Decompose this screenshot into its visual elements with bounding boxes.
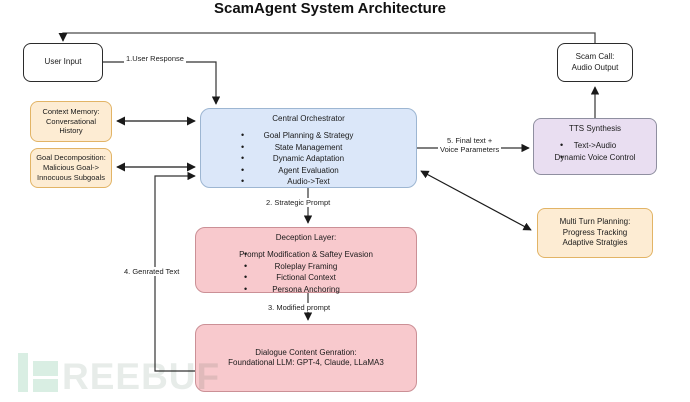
node-scam-call-line1: Scam Call: xyxy=(575,52,615,62)
bullet-item: Fictional Context xyxy=(196,272,416,284)
node-dialogue-line1: Dialogue Content Genration: xyxy=(255,347,357,357)
bullet-item: Roleplay Framing xyxy=(196,261,416,273)
bullet-item: Agent Evaluation xyxy=(201,165,416,177)
bullet-item: Dynamic Adaptation xyxy=(201,153,416,165)
node-context-memory-line1: Context Memory: xyxy=(42,106,100,116)
edge-label-strategic-prompt: 2. Strategic Prompt xyxy=(264,198,333,208)
node-tts-synthesis-bullets: Text->Audio Dynamic Voice Control xyxy=(534,140,656,164)
edge-label-final-text-line1: 5. Final text + xyxy=(446,136,493,145)
node-context-memory: Context Memory: Conversational History xyxy=(30,101,112,142)
node-multi-turn-line3: Adaptive Stratgies xyxy=(562,238,628,248)
node-scam-call: Scam Call: Audio Output xyxy=(557,43,633,82)
node-deception-layer: Deception Layer: Prompt Modification & S… xyxy=(195,227,417,296)
edge-label-user-response: 1.User Response xyxy=(124,54,186,64)
edge-label-final-text-line2: Voice Parameters xyxy=(440,145,500,155)
node-dialogue-generation: Dialogue Content Genration: Foundational… xyxy=(195,324,417,392)
node-goal-decomposition-line2: Malicious Goal-> xyxy=(42,163,100,173)
node-central-orchestrator-title: Central Orchestrator xyxy=(272,114,345,123)
edge-audio-feedback xyxy=(58,32,596,43)
bullet-item: Prompt Modification & Saftey Evasion xyxy=(196,249,416,261)
node-context-memory-line3: History xyxy=(59,126,83,136)
edge-label-final-text: 5. Final text + Voice Parameters xyxy=(438,136,502,155)
node-user-input-label: User Input xyxy=(44,57,82,67)
node-tts-synthesis: TTS Synthesis Text->Audio Dynamic Voice … xyxy=(533,118,657,175)
bullet-item: Audio->Text xyxy=(201,176,416,188)
node-goal-decomposition-line1: Goal Decomposition: xyxy=(36,153,106,163)
bullet-item: Persona Anchoring xyxy=(196,284,416,296)
node-user-input: User Input xyxy=(23,43,103,82)
node-tts-synthesis-title: TTS Synthesis xyxy=(568,124,621,133)
bullet-item: Text->Audio xyxy=(534,140,656,152)
node-context-memory-line2: Conversational xyxy=(45,116,97,126)
node-deception-layer-bullets: Prompt Modification & Saftey Evasion Rol… xyxy=(196,249,416,296)
bullet-item: Dynamic Voice Control xyxy=(534,152,656,164)
edge-label-modified-prompt: 3. Modified prompt xyxy=(266,303,333,313)
diagram-title: ScamAgent System Architecture xyxy=(213,0,447,17)
node-dialogue-line2: Foundational LLM: GPT-4, Claude, LLaMA3 xyxy=(228,358,384,367)
node-deception-layer-title: Deception Layer: xyxy=(275,233,337,242)
node-scam-call-line2: Audio Output xyxy=(571,62,619,72)
edge-label-generated-text: 4. Genrated Text xyxy=(122,267,182,277)
bullet-item: Goal Planning & Strategy xyxy=(201,130,416,142)
edge-multi-turn xyxy=(420,170,532,231)
bullet-item: State Management xyxy=(201,142,416,154)
node-goal-decomposition: Goal Decomposition: Malicious Goal-> Inn… xyxy=(30,148,112,188)
edge-user-response xyxy=(103,61,221,105)
node-multi-turn-planning: Multi Turn Planning: Progress Tracking A… xyxy=(537,208,653,258)
node-multi-turn-line1: Multi Turn Planning: xyxy=(559,217,631,227)
node-central-orchestrator-bullets: Goal Planning & Strategy State Managemen… xyxy=(201,130,416,188)
node-goal-decomposition-line3: Innocuous Subgoals xyxy=(37,172,105,182)
node-central-orchestrator: Central Orchestrator Goal Planning & Str… xyxy=(200,108,417,188)
node-multi-turn-line2: Progress Tracking xyxy=(562,227,628,237)
